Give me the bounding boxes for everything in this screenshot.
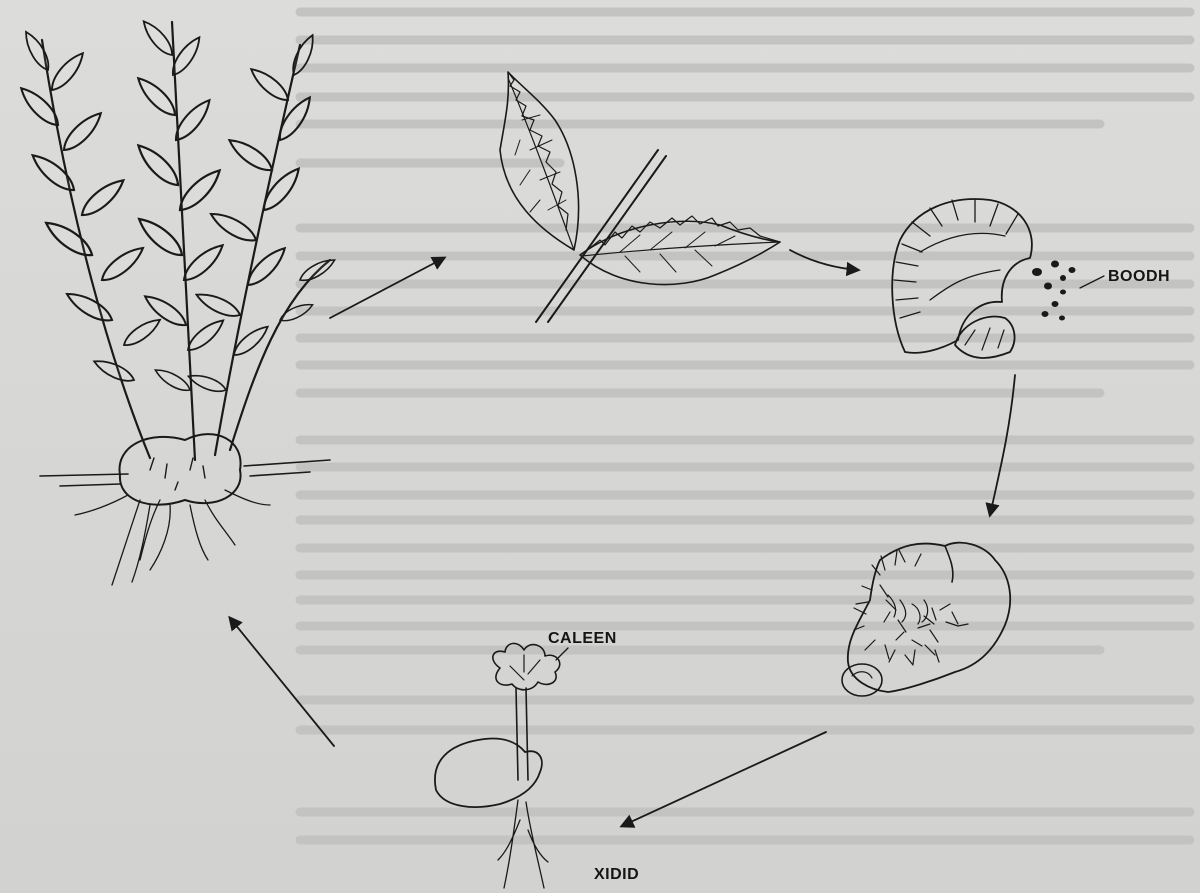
arrow-plant-to-leaf [330,258,444,318]
sporeling-illustration [435,643,568,888]
arrow-leaf-to-boodh [790,250,858,270]
arrow-boodh-to-prothallus [990,375,1015,515]
boodh-sporangium-illustration [892,199,1104,358]
label-caleen: CALEEN [548,630,617,648]
label-boodh: BOODH [1108,268,1170,286]
arrow-sporeling-to-plant [230,618,334,746]
arrow-prothallus-to-sporeling [622,732,826,826]
mature-plant-illustration [16,17,337,585]
prothallus-illustration [842,543,1010,696]
label-xidid: XIDID [594,866,639,884]
leaf-stem-illustration [500,72,780,322]
